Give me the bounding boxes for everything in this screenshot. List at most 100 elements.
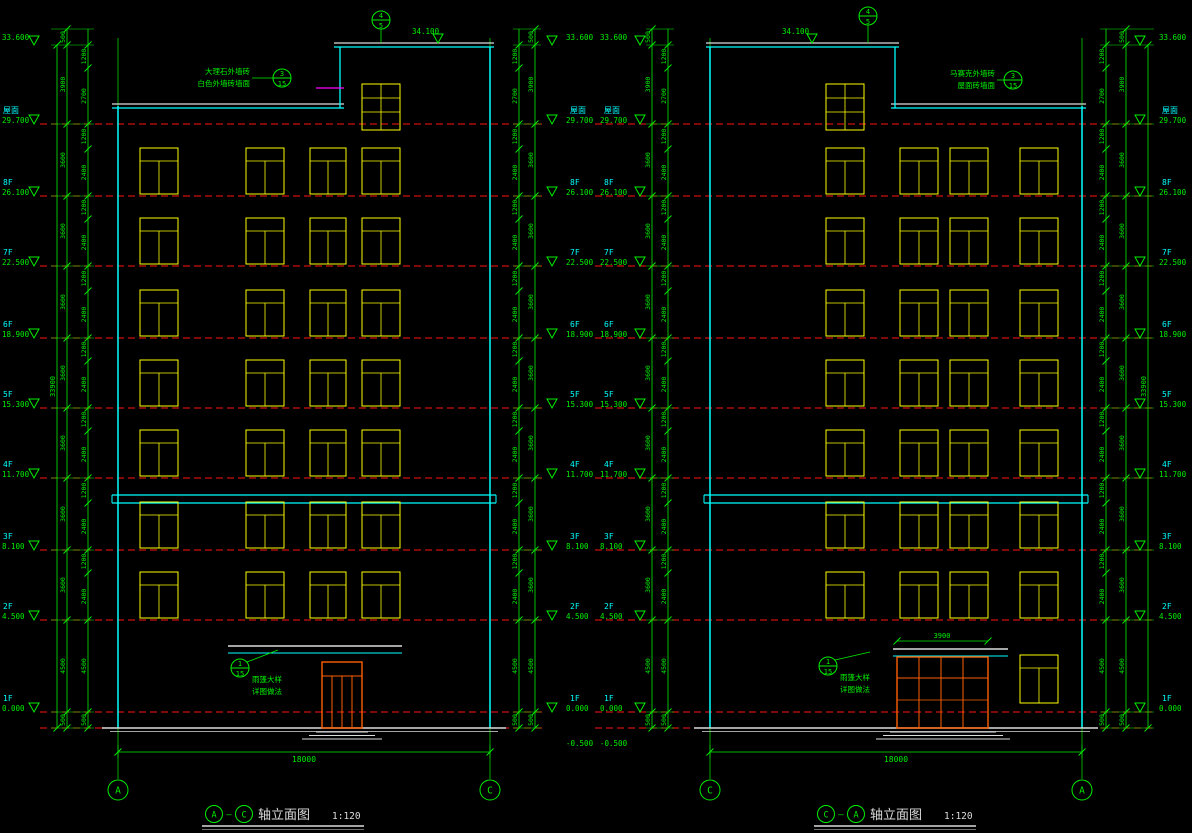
material-note: 屋面砖墙面 xyxy=(958,80,996,90)
dim-value: 1200 xyxy=(511,271,519,287)
level-marker-icon xyxy=(28,398,40,410)
dim-tick-icon xyxy=(648,546,656,554)
dim-tick-icon xyxy=(664,708,672,716)
dim-tick-icon xyxy=(114,748,122,756)
level-elevation: 0.000 xyxy=(2,704,25,713)
dim-value: 2400 xyxy=(80,165,88,181)
dim-tick-icon xyxy=(706,748,714,756)
dim-tick-icon xyxy=(664,569,672,577)
dim-value: 1200 xyxy=(80,412,88,428)
level-marker-icon xyxy=(28,610,40,622)
dim-value: 3600 xyxy=(1118,152,1126,168)
floor-label: 5F xyxy=(604,390,614,399)
dim-tick-icon xyxy=(648,25,656,33)
dim-value: 2400 xyxy=(1098,447,1106,463)
grid-bubble xyxy=(1071,779,1093,801)
level-marker-icon xyxy=(28,468,40,480)
level-marker-icon xyxy=(546,540,558,552)
dim-tick-icon xyxy=(1122,334,1130,342)
dim-tick-icon xyxy=(84,616,92,624)
level-marker-icon xyxy=(634,256,646,268)
dim-tick-icon xyxy=(515,145,523,153)
dim-tick-icon xyxy=(648,192,656,200)
dim-value: 1200 xyxy=(1098,342,1106,358)
dim-tick-icon xyxy=(531,404,539,412)
dim-value: 2700 xyxy=(660,88,668,104)
level-elevation: 29.700 xyxy=(600,116,628,125)
level-elevation: 4.500 xyxy=(1159,612,1182,621)
level-marker-icon xyxy=(634,610,646,622)
dim-value: 2400 xyxy=(660,165,668,181)
dim-value: 3600 xyxy=(644,152,652,168)
dim-tick-icon xyxy=(515,357,523,365)
dim-tick-icon xyxy=(664,499,672,507)
dim-value: 3600 xyxy=(59,294,67,310)
canopy-note: 雨篷大样 xyxy=(840,672,870,682)
drawing-scale: 1:120 xyxy=(332,811,361,822)
dim-tick-icon xyxy=(515,262,523,270)
dim-tick-icon xyxy=(1078,748,1086,756)
ground-elevation: -0.500 xyxy=(566,739,594,748)
dim-tick-icon xyxy=(84,427,92,435)
dim-tick-icon xyxy=(515,404,523,412)
canopy-note: 雨篷大样 xyxy=(252,674,282,684)
dim-tick-icon xyxy=(63,192,71,200)
dim-tick-icon xyxy=(664,41,672,49)
dim-value: 500 xyxy=(1118,31,1126,43)
level-elevation: 22.500 xyxy=(566,258,594,267)
dim-tick-icon xyxy=(531,192,539,200)
dim-tick-icon xyxy=(893,637,901,645)
dim-value: 4500 xyxy=(660,658,668,674)
detail-number: 1 xyxy=(238,660,242,668)
dim-value: 2400 xyxy=(511,589,519,605)
floor-label: 1F xyxy=(3,694,13,703)
dim-tick-icon xyxy=(664,474,672,482)
dim-tick-icon xyxy=(664,145,672,153)
dim-tick-icon xyxy=(63,334,71,342)
dim-tick-icon xyxy=(648,334,656,342)
detail-sheet: 15 xyxy=(824,668,832,676)
dim-value: 3600 xyxy=(527,435,535,451)
dim-value: 3600 xyxy=(59,435,67,451)
dim-tick-icon xyxy=(1102,427,1110,435)
detail-sheet: 15 xyxy=(1009,82,1017,90)
level-elevation: 11.700 xyxy=(600,470,628,479)
dim-value: 1200 xyxy=(660,200,668,216)
dim-value: 1200 xyxy=(1098,412,1106,428)
dim-tick-icon xyxy=(1122,25,1130,33)
detail-number: 3 xyxy=(1011,72,1015,80)
dim-value: 2400 xyxy=(1098,307,1106,323)
dim-tick-icon xyxy=(84,357,92,365)
floor-label: 7F xyxy=(570,248,580,257)
floor-label: 4F xyxy=(570,460,580,469)
floor-label: 屋面 xyxy=(570,106,586,115)
dim-tick-icon xyxy=(1102,724,1110,732)
floor-label: 屋面 xyxy=(1162,106,1178,115)
dim-value: 500 xyxy=(527,714,535,726)
floor-label: 1F xyxy=(1162,694,1172,703)
dim-tick-icon xyxy=(1122,616,1130,624)
dim-tick-icon xyxy=(1102,357,1110,365)
dim-tick-icon xyxy=(84,120,92,128)
floor-label: 8F xyxy=(1162,178,1172,187)
dim-tick-icon xyxy=(63,120,71,128)
dim-tick-icon xyxy=(984,637,992,645)
dim-tick-icon xyxy=(1144,41,1152,49)
level-elevation: 0.000 xyxy=(566,704,589,713)
dim-value: 2400 xyxy=(1098,235,1106,251)
level-marker-icon xyxy=(28,186,40,198)
dim-value: 3600 xyxy=(59,506,67,522)
dim-value: 3600 xyxy=(1118,365,1126,381)
level-marker-icon xyxy=(1134,328,1146,340)
dim-value: 3600 xyxy=(59,365,67,381)
level-elevation: 26.100 xyxy=(1159,188,1187,197)
dim-tick-icon xyxy=(664,262,672,270)
dim-value: 3600 xyxy=(1118,435,1126,451)
dim-tick-icon xyxy=(531,474,539,482)
dim-value: 4500 xyxy=(527,658,535,674)
dim-value: 3600 xyxy=(527,506,535,522)
level-elevation: 29.700 xyxy=(566,116,594,125)
dim-tick-icon xyxy=(648,120,656,128)
dim-tick-icon xyxy=(63,724,71,732)
